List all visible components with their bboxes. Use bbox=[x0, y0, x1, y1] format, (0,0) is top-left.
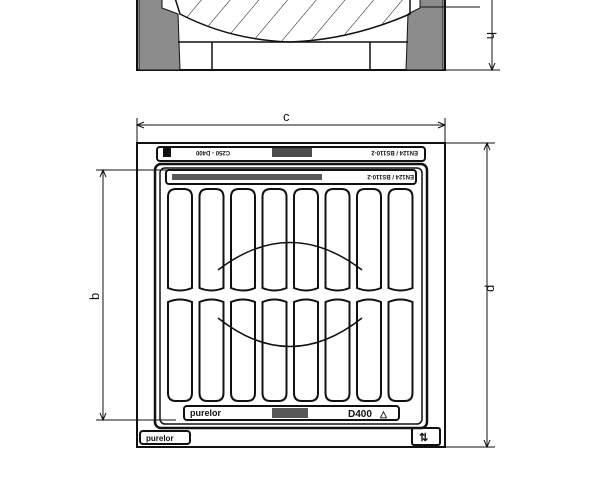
dimension-lines: c d b bbox=[87, 109, 497, 449]
grating-standard-marking: EN124 / BS110-2 bbox=[367, 173, 414, 179]
grating-slot bbox=[356, 188, 382, 292]
grating-class-marking: D400 bbox=[348, 409, 372, 420]
grating-slot bbox=[324, 188, 351, 292]
grating-brand-logo: purelor bbox=[190, 408, 222, 418]
grating-slot bbox=[356, 298, 382, 402]
grating-slot bbox=[167, 188, 193, 292]
grating-slot bbox=[293, 298, 319, 402]
frame-class-marking: C250 - D400 bbox=[195, 149, 230, 155]
grating-slot bbox=[230, 188, 256, 292]
grating-slot bbox=[261, 188, 288, 292]
frame-emblem-icon bbox=[163, 148, 171, 157]
dimension-label-c: c bbox=[283, 109, 290, 124]
grating: EN124 / BS110-2 purelor D400 △ bbox=[153, 162, 429, 430]
hinge-icon: ⇅ bbox=[419, 432, 428, 444]
grating-slot bbox=[293, 188, 319, 292]
grating-slot bbox=[387, 188, 414, 292]
grating-slot bbox=[230, 298, 256, 402]
grating-slot bbox=[198, 188, 225, 292]
warning-icon: △ bbox=[379, 409, 388, 419]
grating-slot bbox=[261, 298, 288, 402]
frame-logo-mark bbox=[272, 147, 312, 157]
plan-view-frame: C250 - D400 EN124 / BS110-2 purelor ⇅ bbox=[136, 142, 446, 448]
grating-text-strip bbox=[172, 174, 322, 180]
dimension-label-b: b bbox=[87, 293, 102, 300]
frame-standard-marking: EN124 / BS110-2 bbox=[371, 149, 418, 155]
grating-slot bbox=[387, 298, 414, 402]
dimension-label-h: h bbox=[484, 32, 499, 39]
grating-logo-mark bbox=[272, 408, 308, 418]
dimension-label-d: d bbox=[482, 285, 497, 292]
grating-slot bbox=[324, 298, 351, 402]
grating-slot bbox=[198, 298, 225, 402]
section-view: h bbox=[136, 0, 500, 72]
frame-brand-logo: purelor bbox=[146, 434, 174, 443]
grating-slot bbox=[167, 298, 193, 402]
